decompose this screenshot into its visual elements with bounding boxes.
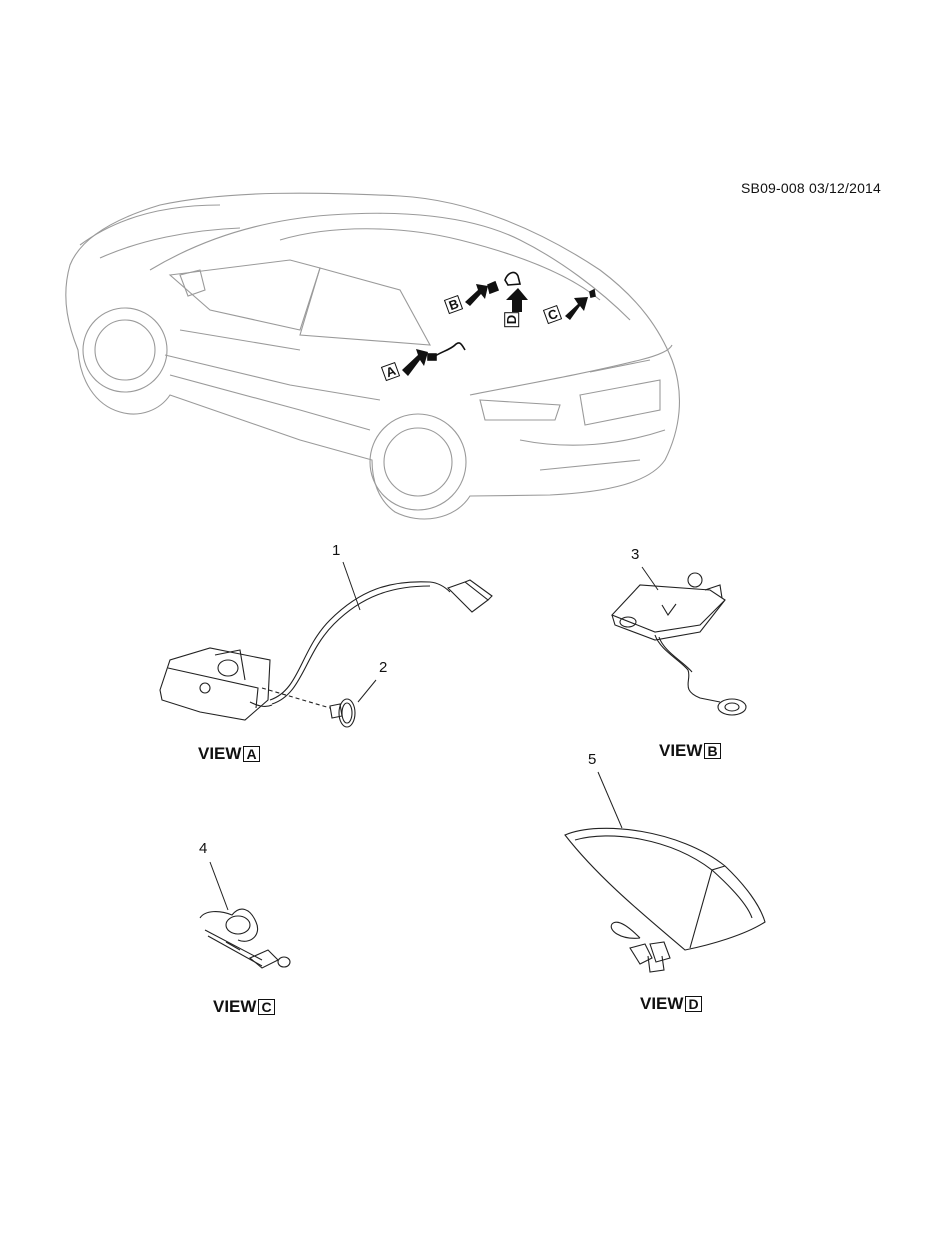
leader-line-2 (357, 679, 377, 703)
roof-component-marks (427, 271, 596, 361)
callout-3: 3 (631, 546, 640, 563)
view-a-letter: A (243, 746, 260, 762)
callout-2: 2 (379, 659, 388, 676)
view-b-caption: VIEW B (659, 741, 721, 761)
marker-d: D (504, 311, 520, 328)
document-id: SB09-008 03/12/2014 (741, 180, 882, 196)
arrow-b (465, 284, 488, 306)
leader-line-3 (641, 566, 659, 591)
view-a-word: VIEW (198, 744, 242, 763)
vehicle-overview-drawing (65, 192, 680, 520)
arrow-c (565, 297, 588, 320)
view-d-letter: D (685, 996, 702, 1012)
part-2-fastener (261, 687, 356, 728)
callout-1: 1 (332, 542, 341, 559)
part-3-module (611, 572, 747, 716)
callout-5: 5 (588, 751, 597, 768)
leader-line-5 (597, 771, 623, 829)
callout-4: 4 (199, 840, 208, 857)
part-4-harness (199, 908, 291, 969)
view-d-caption: VIEW D (640, 994, 702, 1014)
view-c-caption: VIEW C (213, 997, 275, 1017)
arrow-a (402, 349, 428, 376)
view-c-letter: C (258, 999, 275, 1015)
view-b-letter: B (704, 743, 721, 759)
view-b-word: VIEW (659, 741, 703, 760)
arrow-d (506, 288, 528, 312)
leader-line-4 (209, 861, 229, 911)
view-d-word: VIEW (640, 994, 684, 1013)
view-arrows (402, 284, 588, 376)
part-5-shark-fin-antenna (564, 827, 766, 973)
view-c-word: VIEW (213, 997, 257, 1016)
part-1-antenna-module (159, 579, 493, 721)
leader-line-1 (342, 561, 361, 611)
view-a-caption: VIEW A (198, 744, 260, 764)
